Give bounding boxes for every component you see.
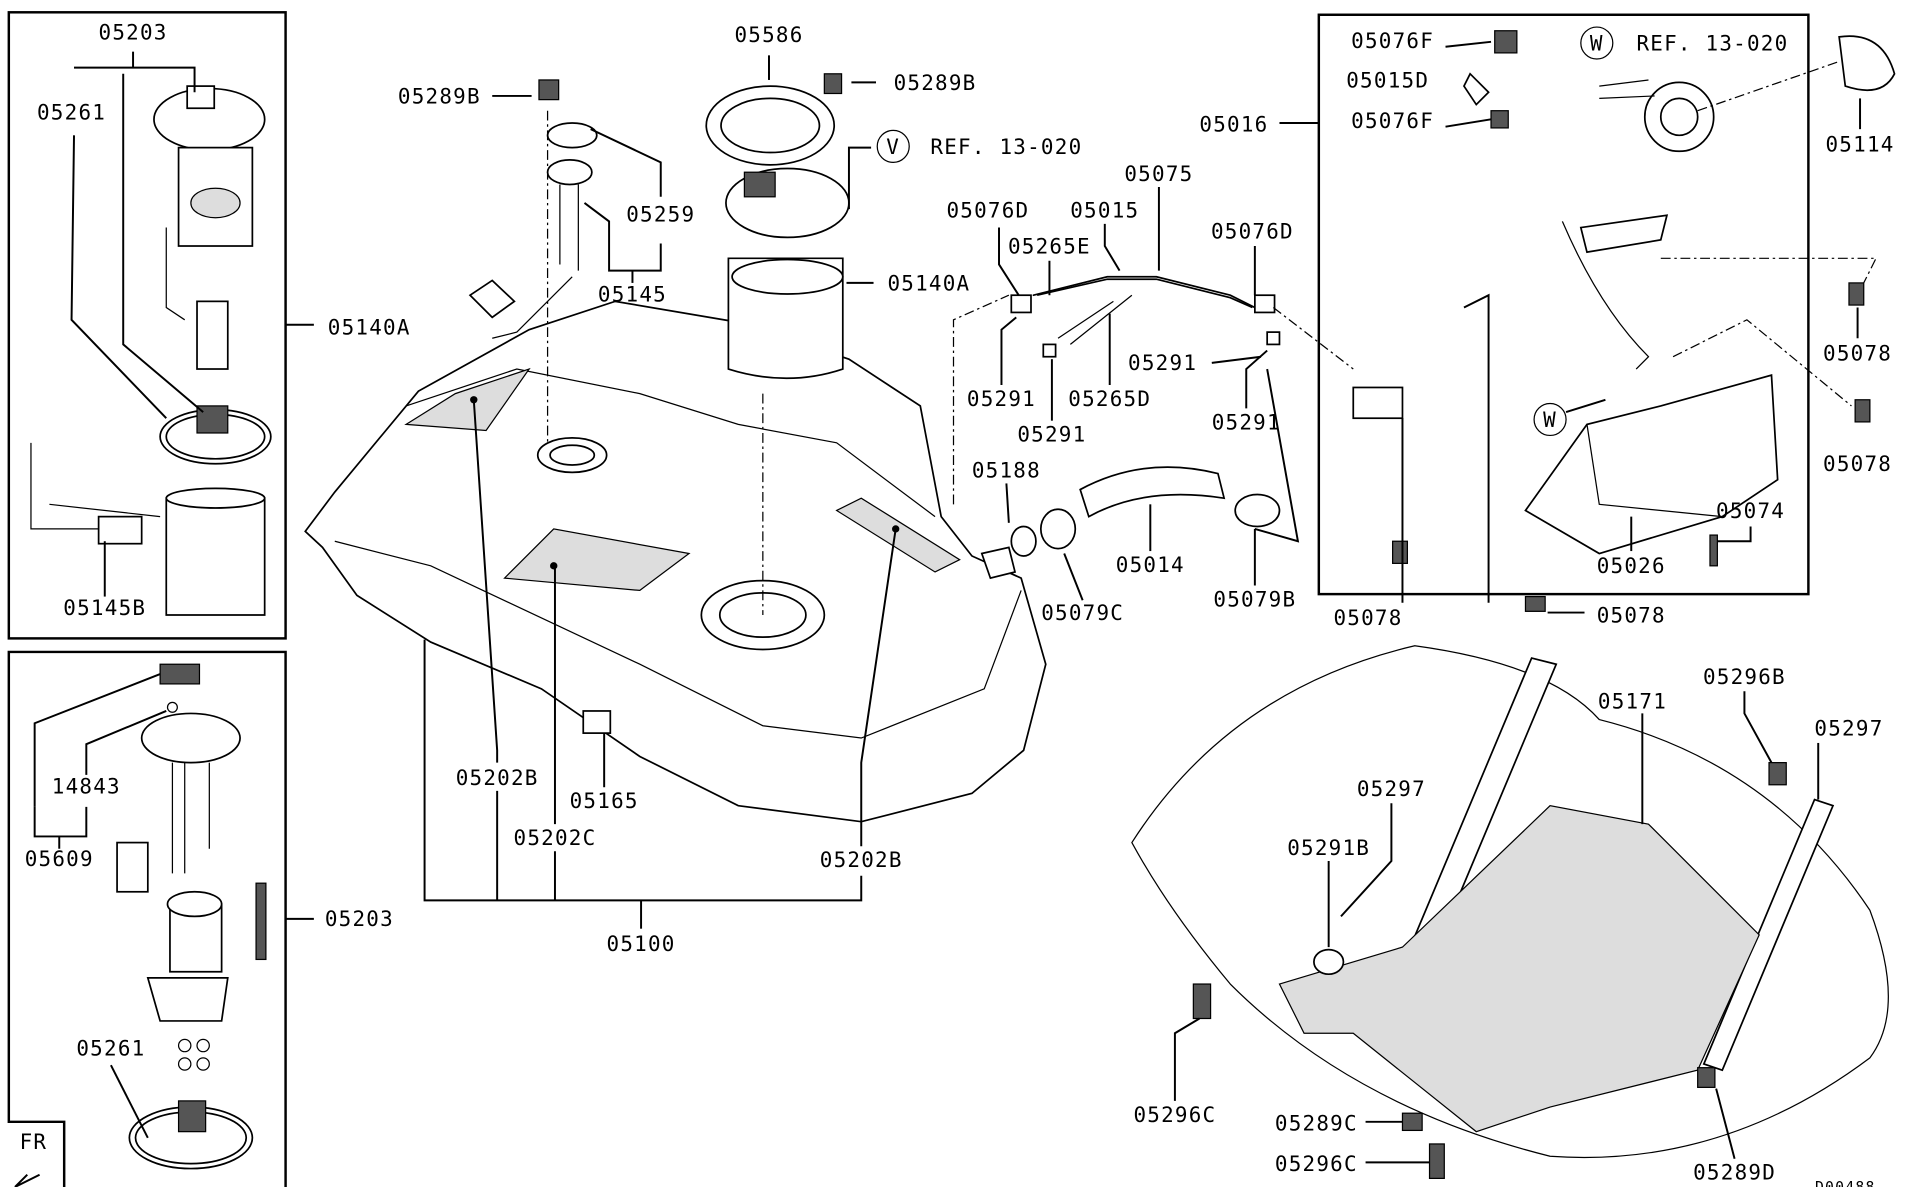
part-label: 05114 bbox=[1826, 132, 1895, 156]
ref-v-letter: V bbox=[886, 135, 900, 159]
ref-v-callout: V REF. 13-020 bbox=[876, 129, 1082, 163]
part-label: 05078 bbox=[1333, 606, 1402, 630]
filler-neck bbox=[1279, 30, 1896, 614]
part-label: 05145B bbox=[63, 596, 146, 620]
part-label: 05291 bbox=[1017, 423, 1086, 447]
part-label: 05079B bbox=[1213, 587, 1296, 611]
part-label: 05165 bbox=[570, 789, 639, 813]
part-label: 05188 bbox=[972, 458, 1041, 482]
part-label: 05289C bbox=[1275, 1111, 1358, 1135]
front-arrow-icon bbox=[14, 1173, 41, 1187]
part-label: 05140A bbox=[328, 316, 411, 340]
fuel-tank bbox=[304, 300, 1047, 823]
part-label: 05014 bbox=[1116, 553, 1185, 577]
part-label: 05100 bbox=[607, 932, 676, 956]
part-label: 05586 bbox=[734, 23, 803, 47]
inset-box-filler bbox=[1317, 13, 1810, 596]
part-label: 05075 bbox=[1124, 162, 1193, 186]
part-label: 05145 bbox=[598, 282, 667, 306]
part-label: 05297 bbox=[1357, 777, 1426, 801]
part-labels: 05203 05261 05140A 05145B 14843 05609 05… bbox=[20, 20, 1895, 1187]
fuel-pump-module-a bbox=[30, 51, 314, 616]
part-label: 05291 bbox=[967, 387, 1036, 411]
part-label: 05171 bbox=[1598, 690, 1667, 714]
ref-w-callout: W REF. 13-020 bbox=[1580, 26, 1788, 60]
part-label: 05203 bbox=[325, 907, 394, 931]
part-label: 14843 bbox=[52, 774, 121, 798]
part-label: 05259 bbox=[626, 202, 695, 226]
inset-box-pump-b bbox=[7, 650, 287, 1187]
tank-protector bbox=[1131, 645, 1889, 1180]
fuel-pump-module-b bbox=[14, 663, 314, 1187]
part-label: 05074 bbox=[1716, 499, 1785, 523]
part-label: 05296B bbox=[1703, 665, 1786, 689]
part-label: 05202B bbox=[820, 848, 903, 872]
part-label: 05261 bbox=[37, 100, 106, 124]
part-label: 05609 bbox=[25, 847, 94, 871]
part-label: 05291B bbox=[1287, 836, 1370, 860]
part-label: 05289D bbox=[1693, 1161, 1776, 1185]
ref-w-letter: W bbox=[1590, 31, 1604, 55]
part-label: 05202B bbox=[456, 766, 539, 790]
part-label: 05078 bbox=[1823, 341, 1892, 365]
hoses bbox=[952, 186, 1354, 601]
ref-w-text: REF. 13-020 bbox=[1636, 31, 1788, 55]
part-label: 05202C bbox=[514, 826, 597, 850]
part-label: 05265E bbox=[1008, 234, 1091, 258]
part-label: 05296C bbox=[1133, 1103, 1216, 1127]
part-label: 05261 bbox=[76, 1036, 145, 1060]
part-label: 05291 bbox=[1128, 351, 1197, 375]
part-label: 05203 bbox=[99, 20, 168, 44]
part-label: 05026 bbox=[1597, 554, 1666, 578]
part-label: 05297 bbox=[1814, 717, 1883, 741]
w-marker: W bbox=[1533, 398, 1606, 437]
tank-leaders bbox=[423, 396, 900, 929]
part-label: 05140A bbox=[887, 271, 970, 295]
sender-unit bbox=[468, 79, 662, 443]
part-label: 05076F bbox=[1351, 109, 1434, 133]
part-label: 05078 bbox=[1823, 452, 1892, 476]
part-label: 05078 bbox=[1597, 603, 1666, 627]
part-label: 05289B bbox=[398, 84, 481, 108]
part-label: 05076D bbox=[1211, 220, 1294, 244]
part-label: 05016 bbox=[1199, 113, 1268, 137]
ref-v-text: REF. 13-020 bbox=[930, 135, 1082, 159]
part-label: 05296C bbox=[1275, 1152, 1358, 1176]
part-label: 05289B bbox=[894, 71, 977, 95]
part-label: 05015 bbox=[1070, 199, 1139, 223]
part-label: 05079C bbox=[1041, 601, 1124, 625]
part-label: 05265D bbox=[1068, 387, 1151, 411]
part-label: 05076D bbox=[946, 199, 1029, 223]
pump-assembly-centre bbox=[705, 55, 877, 616]
part-label: 05015D bbox=[1346, 68, 1429, 92]
part-label: 05291 bbox=[1212, 410, 1281, 434]
part-label: 05076F bbox=[1351, 29, 1434, 53]
front-marker-label: FR bbox=[20, 1130, 48, 1154]
w-marker-letter: W bbox=[1543, 408, 1557, 432]
diagram-code: D00488 bbox=[1815, 1179, 1876, 1187]
